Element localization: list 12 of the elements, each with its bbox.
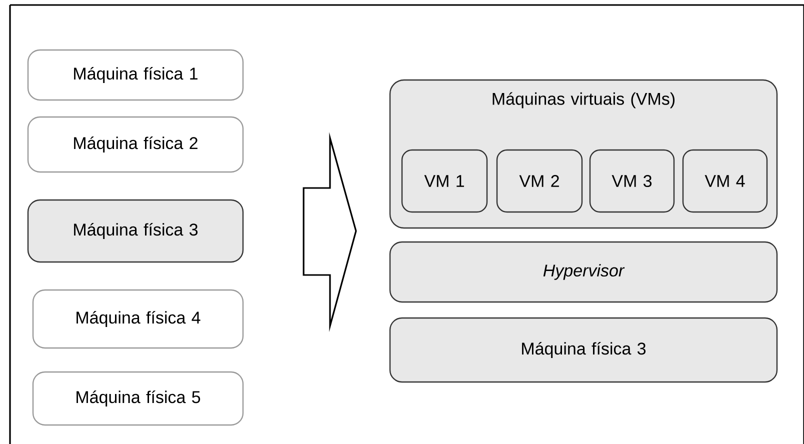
machine-box: Máquina física 2: [27, 116, 244, 173]
machine-box: Máquina física 4: [32, 289, 244, 349]
machine-box: Máquina física 1: [27, 49, 244, 101]
vm-box: VM 2: [496, 149, 583, 213]
machine-box: Máquina física 5: [32, 371, 244, 426]
machine-box: Hypervisor: [389, 241, 778, 303]
vm-box: VM 3: [589, 149, 675, 213]
machine-box: Máquina física 3: [389, 317, 778, 383]
machine-box: Máquina física 3: [27, 199, 244, 263]
vm-box: VM 4: [682, 149, 768, 213]
block-arrow: [302, 132, 357, 332]
vm-box: VM 1: [401, 149, 488, 213]
